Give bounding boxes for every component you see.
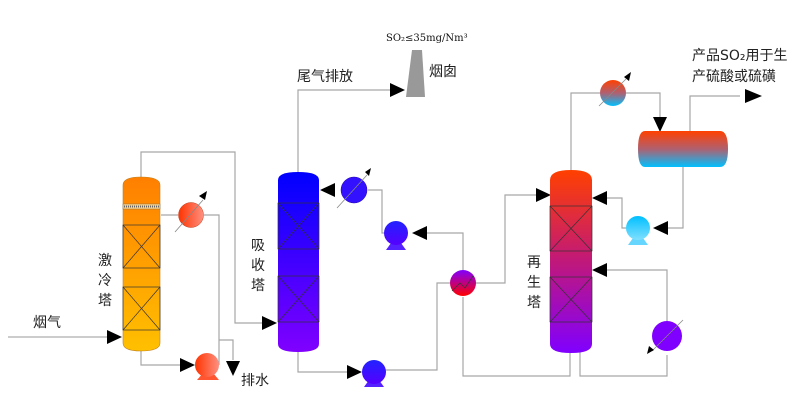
absorber-to-chimney-pipe [297, 89, 392, 172]
condenser-to-drum-pipe [626, 92, 661, 118]
regenerator-label-char: 生 [527, 275, 541, 291]
flue-gas-label: 烟气 [33, 315, 61, 331]
packing-bed [277, 275, 320, 323]
lean-solvent-pipe [415, 232, 464, 270]
absorber-label-char: 塔 [251, 278, 265, 294]
reflux-pump[interactable] [626, 216, 650, 245]
packing-bed [549, 276, 593, 323]
product-pipe [689, 95, 740, 132]
lean-solvent-pump[interactable] [384, 221, 408, 250]
product-label-line2: 产硫酸或硫磺 [692, 69, 776, 85]
quench-tower-label-char: 冷 [98, 273, 112, 289]
packing-bed [122, 224, 161, 269]
drain-pipe [219, 339, 234, 360]
packing-bed [277, 202, 320, 250]
regenerator-label-char: 再 [527, 255, 541, 271]
arrow-icon [653, 221, 668, 235]
arrow-icon [347, 365, 362, 379]
arrow-icon [592, 263, 607, 277]
drum-to-pump-pipe [655, 166, 684, 229]
lean-rich-heat-exchanger[interactable] [450, 270, 476, 296]
packing-bed [549, 205, 593, 252]
arrow-icon [745, 89, 762, 103]
product-label-line1: 产品SO₂用于生 [692, 48, 788, 64]
regenerator-to-reboiler-pipe [579, 352, 668, 377]
emission-limit-label: SO₂≤35mg/Nm³ [386, 33, 468, 44]
rich-solvent-pump[interactable] [362, 360, 386, 387]
drain-label: 排水 [241, 373, 269, 389]
arrow-icon [365, 168, 371, 176]
chimney-label: 烟囱 [429, 64, 457, 80]
quench-bottom-pipe [140, 350, 180, 366]
demister-pad [122, 203, 161, 210]
quench-tower-label-char: 激 [98, 252, 112, 269]
rich-solvent-pipe [380, 282, 450, 371]
regenerator-tower[interactable] [549, 170, 593, 353]
quench-tower-label-char: 塔 [98, 293, 112, 309]
arrow-icon [412, 226, 427, 240]
absorber-label-char: 吸 [251, 238, 265, 254]
regenerator-label-char: 塔 [527, 295, 541, 311]
arrow-icon [653, 117, 667, 132]
reflux-drum[interactable] [638, 131, 728, 167]
arrow-icon [647, 346, 654, 354]
packing-bed [122, 286, 161, 331]
flow-arrows [107, 83, 762, 379]
tail-gas-label: 尾气排放 [297, 69, 353, 85]
arrow-icon [592, 191, 607, 205]
absorber-tower[interactable] [277, 172, 320, 352]
arrow-icon [536, 188, 551, 202]
arrow-icon [320, 183, 335, 197]
regenerator-bottom-to-hx-pipe [462, 297, 571, 377]
cooler-to-pump-pipe [204, 214, 220, 365]
arrow-icon [226, 361, 240, 376]
arrow-icon [107, 330, 122, 344]
drain-pump[interactable] [195, 353, 219, 380]
reboiler-return-pipe [605, 269, 668, 322]
absorber-bottom-pipe [297, 352, 350, 373]
quench-cooler[interactable] [174, 191, 207, 233]
chimney[interactable] [406, 50, 425, 97]
arrow-icon [624, 72, 631, 81]
absorber-label-char: 收 [251, 258, 265, 274]
reboiler[interactable] [647, 319, 684, 354]
arrow-icon [180, 358, 195, 372]
condenser[interactable] [598, 72, 631, 107]
hx-to-regenerator-pipe [475, 194, 540, 284]
quench-tower[interactable] [122, 176, 161, 352]
reflux-pipe [605, 197, 627, 229]
absorber-cooler[interactable] [336, 168, 371, 209]
quench-to-absorber-pipe [140, 151, 265, 324]
arrow-icon [390, 83, 405, 97]
arrow-icon [199, 191, 207, 200]
regenerator-overhead-pipe [570, 92, 600, 172]
arrow-icon [262, 316, 277, 330]
